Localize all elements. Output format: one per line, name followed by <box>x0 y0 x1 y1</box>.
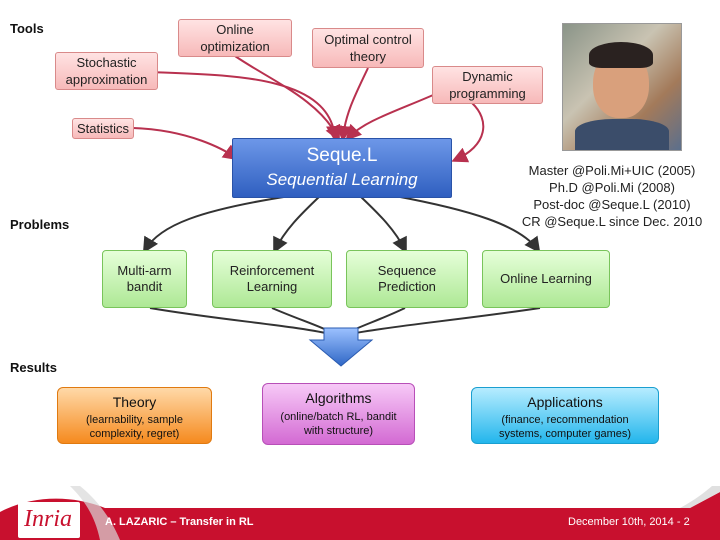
arrow-multiarm-down <box>149 307 331 335</box>
arrow-online-down <box>349 307 541 335</box>
arrow-optimal-control <box>336 67 369 142</box>
arrow-to-sequence <box>359 195 407 254</box>
tool-optimal-control-theory: Optimal control theory <box>312 28 424 68</box>
result-algorithms-title: Algorithms <box>305 390 372 406</box>
sequel-subtitle: Sequential Learning <box>266 170 418 189</box>
arrow-photo <box>451 102 485 163</box>
problem-reinforcement-learning: Reinforcement Learning <box>212 250 332 308</box>
hair-shape <box>589 42 653 68</box>
result-applications-sub: (finance, recommendation systems, comput… <box>498 414 632 440</box>
sequel-title: Seque.L <box>306 145 378 166</box>
result-algorithms-box: Algorithms (online/batch RL, bandit with… <box>262 383 415 445</box>
tool-online-optimization: Online optimization <box>178 19 292 57</box>
tool-dynamic-programming: Dynamic programming <box>432 66 543 104</box>
big-down-arrow <box>308 327 374 367</box>
result-theory-box: Theory (learnability, sample complexity,… <box>57 387 212 444</box>
result-algorithms-sub: (online/batch RL, bandit with structure) <box>280 411 397 437</box>
result-applications-title: Applications <box>527 394 603 410</box>
footer: Inria A. LAZARIC – Transfer in RL Decemb… <box>0 486 720 540</box>
problems-label: Problems <box>10 217 70 232</box>
result-theory-sub: (learnability, sample complexity, regret… <box>85 414 183 440</box>
results-label: Results <box>10 360 57 375</box>
inria-logo: Inria <box>18 502 80 538</box>
arrow-online-opt <box>234 55 341 142</box>
arrow-stochastic <box>149 71 343 142</box>
result-applications-box: Applications (finance, recommendation sy… <box>471 387 659 444</box>
footer-author: A. LAZARIC – Transfer in RL <box>105 516 254 528</box>
arrow-to-online <box>394 195 541 254</box>
sequel-center-box: Seque.L Sequential Learning <box>232 138 452 198</box>
result-theory-title: Theory <box>112 394 157 410</box>
tools-label: Tools <box>10 21 44 36</box>
tool-statistics: Statistics <box>72 118 134 139</box>
bio-text: Master @Poli.Mi+UIC (2005) Ph.D @Poli.Mi… <box>508 162 716 230</box>
shirt-shape <box>575 119 669 150</box>
bio-line-cr: CR @Seque.L since Dec. 2010 <box>521 214 703 229</box>
arrow-to-multiarm <box>142 195 291 254</box>
tool-stochastic-approximation: Stochastic approximation <box>55 52 158 90</box>
problem-multi-arm-bandit: Multi-arm bandit <box>102 250 187 308</box>
footer-date: December 10th, 2014 - 2 <box>568 516 690 528</box>
problem-sequence-prediction: Sequence Prediction <box>346 250 468 308</box>
arrow-to-rl <box>273 195 321 254</box>
inria-logo-text: Inria <box>24 506 72 532</box>
bio-line-master: Master @Poli.Mi+UIC (2005) <box>528 163 696 178</box>
portrait-photo <box>562 23 682 151</box>
arrow-statistics <box>132 127 240 161</box>
problem-online-learning: Online Learning <box>482 250 610 308</box>
arrow-dynamic-prog <box>345 91 441 141</box>
footer-background <box>0 486 720 540</box>
bio-line-phd: Ph.D @Poli.Mi (2008) <box>549 180 675 195</box>
bio-line-postdoc: Post-doc @Seque.L (2010) <box>533 197 691 212</box>
